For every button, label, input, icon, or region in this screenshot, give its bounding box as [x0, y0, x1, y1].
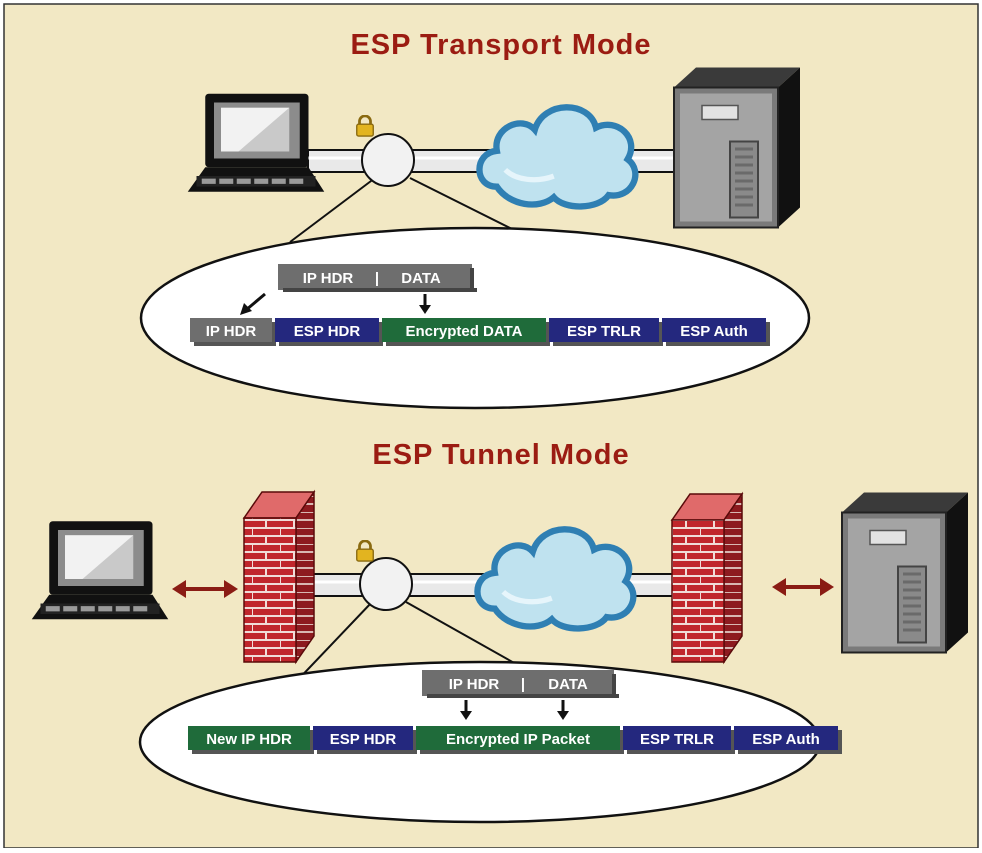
tunnel-segment-label: ESP HDR — [330, 731, 397, 748]
transport-original-packet: IP HDR | DATA — [278, 264, 477, 292]
double-arrow-icon — [772, 578, 834, 596]
tunnel-magnifier — [359, 557, 413, 611]
transport-orig-ip-hdr: IP HDR — [303, 270, 354, 287]
transport-segment-0 — [190, 318, 272, 342]
transport-segment-label: IP HDR — [206, 323, 257, 340]
transport-segment-label: ESP Auth — [680, 323, 748, 340]
server-icon — [672, 66, 802, 229]
tunnel-segment-label: Encrypted IP Packet — [446, 731, 590, 748]
transport-segment-label: ESP HDR — [294, 323, 361, 340]
tunnel-arrows — [460, 700, 569, 720]
transport-segment-label: ESP TRLR — [567, 323, 641, 340]
transport-segment-3 — [549, 318, 659, 342]
transport-title: ESP Transport Mode — [350, 29, 651, 61]
tunnel-encapsulated-packet: New IP HDR ESP HDR Encrypted IP Packet ESP … — [188, 726, 842, 754]
tunnel-segment-0 — [188, 726, 310, 750]
tunnel-segment-label: ESP TRLR — [640, 731, 714, 748]
transport-segment-4 — [662, 318, 766, 342]
tunnel-title: ESP Tunnel Mode — [372, 439, 629, 471]
tunnel-original-packet: IP HDR | DATA — [422, 670, 619, 698]
tunnel-segment-4 — [734, 726, 838, 750]
transport-segment-2 — [382, 318, 546, 342]
tunnel-segment-label: New IP HDR — [206, 731, 292, 748]
laptop-icon — [187, 93, 325, 192]
server-icon — [840, 491, 970, 654]
transport-segment-label: Encrypted DATA — [406, 323, 523, 340]
transport-magnifier — [361, 133, 415, 187]
tunnel-segment-3 — [623, 726, 731, 750]
firewall-icon — [670, 491, 744, 665]
laptop-icon — [31, 521, 169, 620]
tunnel-orig-ip-hdr: IP HDR — [449, 676, 500, 693]
tunnel-segment-2 — [416, 726, 620, 750]
transport-orig-separator: | — [375, 270, 379, 287]
tunnel-segment-label: ESP Auth — [752, 731, 820, 748]
transport-arrows — [240, 292, 431, 315]
tunnel-orig-separator: | — [521, 676, 525, 693]
tunnel-orig-data: DATA — [548, 676, 588, 693]
transport-section: ESP Transport Mode IP HDR | DATA I — [139, 29, 811, 410]
firewall-icon — [242, 489, 316, 665]
transport-segment-1 — [275, 318, 379, 342]
tunnel-section: ESP Tunnel Mode — [31, 439, 970, 824]
transport-encapsulated-packet: IP HDR ESP HDR Encrypted DATA ESP TRLR ESP A… — [190, 318, 770, 346]
tunnel-segment-1 — [313, 726, 413, 750]
double-arrow-icon — [172, 580, 238, 598]
transport-orig-data: DATA — [401, 270, 441, 287]
